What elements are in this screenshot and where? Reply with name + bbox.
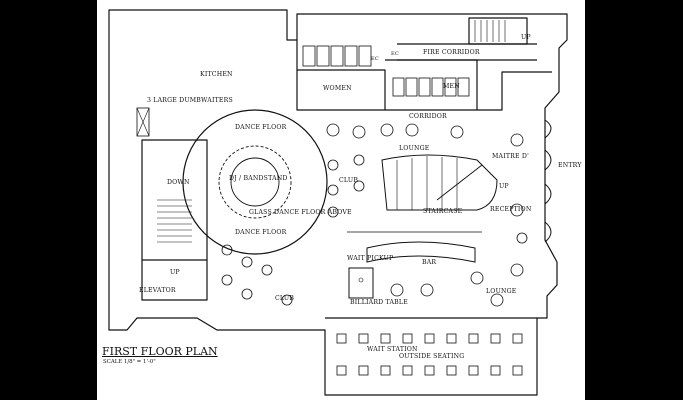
label-up-left: UP (170, 269, 180, 276)
label-glass-dance-floor: GLASS DANCE FLOOR ABOVE (249, 209, 352, 216)
label-maitre-d: MAITRE D' (492, 153, 529, 160)
label-dumbwaiters: 3 LARGE DUMBWAITERS (147, 97, 233, 104)
label-bar: BAR (422, 259, 437, 266)
label-club-top: CLUB (339, 177, 359, 184)
label-men: MEN (443, 83, 460, 90)
restroom-divider (297, 69, 386, 110)
label-women: WOMEN (323, 85, 352, 92)
stair-top (468, 17, 528, 45)
bandstand-ring (218, 145, 292, 219)
bandstand-inner (230, 157, 280, 207)
floor-plan-drawing (108, 9, 568, 396)
stair-core-wall (141, 139, 208, 301)
restroom-block-wall (296, 40, 552, 111)
label-club-bottom: CLUB (275, 295, 295, 302)
label-kitchen: KITCHEN (200, 71, 233, 78)
label-corridor: CORRIDOR (409, 113, 447, 120)
label-down: DOWN (167, 179, 190, 186)
label-billiard-table: BILLIARD TABLE (350, 299, 408, 306)
restroom-divider-2 (385, 59, 478, 110)
label-staircase: STAIRCASE (423, 208, 463, 215)
billiard-table (348, 267, 374, 299)
label-ec-2: EC (391, 51, 399, 57)
label-dj-bandstand: DJ / BANDSTAND (229, 175, 288, 182)
label-elevator: ELEVATOR (139, 287, 176, 294)
label-lounge-bottom: LOUNGE (486, 288, 517, 295)
label-up-top: UP (521, 34, 531, 41)
label-dance-floor-top: DANCE FLOOR (235, 124, 287, 131)
label-outside-seating: OUTSIDE SEATING (399, 353, 465, 360)
bar-counter (366, 241, 476, 263)
label-fire-corridor: FIRE CORRIDOR (423, 49, 480, 56)
label-wait-pickup: WAIT PICKUP (347, 255, 394, 262)
label-wait-station: WAIT STATION (367, 346, 418, 353)
plan-title: FIRST FLOOR PLAN (102, 345, 218, 358)
label-up-stair: UP (499, 183, 509, 190)
plan-scale: SCALE 1/8" = 1'-0" (103, 359, 156, 365)
dance-floor-outer (182, 109, 328, 255)
label-entry: ENTRY (558, 162, 582, 169)
label-reception: RECEPTION (490, 206, 532, 213)
floor-plan-sheet: KITCHEN 3 LARGE DUMBWAITERS FIRE CORRIDO… (97, 0, 585, 400)
exterior-wall (108, 9, 568, 396)
grand-staircase (381, 154, 498, 211)
label-lounge-top: LOUNGE (399, 145, 430, 152)
label-dance-floor-bottom: DANCE FLOOR (235, 229, 287, 236)
label-ec-1: EC (371, 56, 379, 62)
